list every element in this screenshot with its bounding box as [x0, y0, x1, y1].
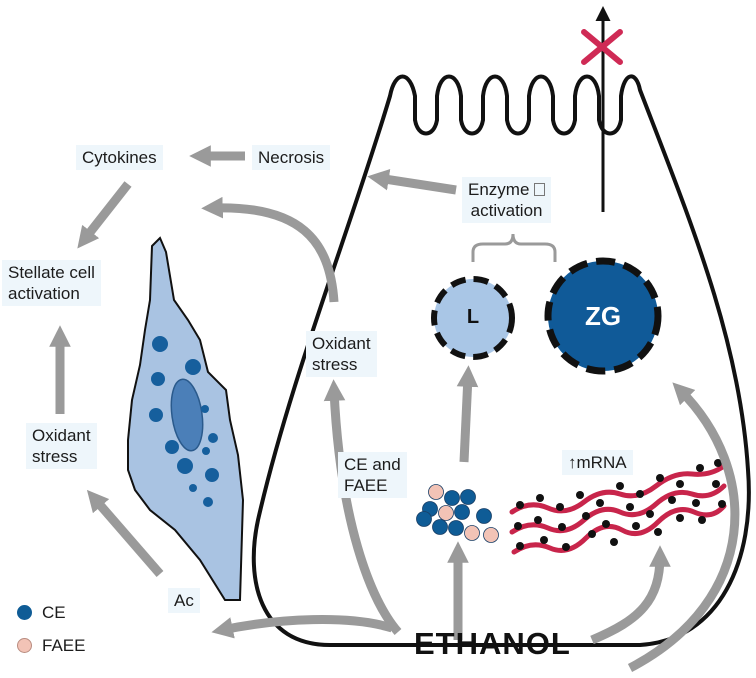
- lysosome: [431, 276, 515, 360]
- label-ce-and-faee: CE and FAEE: [338, 452, 407, 498]
- enzyme-bracket: [471, 233, 557, 262]
- label-enzyme-line1: Enzyme: [468, 179, 546, 200]
- label-oxidant-mid-line2: stress: [312, 355, 358, 374]
- legend-ce-swatch: [17, 605, 32, 620]
- label-oxidant-stress-left: Oxidant stress: [26, 423, 97, 469]
- legend-faee-swatch: [17, 638, 32, 653]
- arrow-enzyme-to-necrosis: [367, 168, 457, 195]
- label-stellate-line2: activation: [8, 284, 80, 303]
- stellate-lipid-droplets: [149, 336, 219, 507]
- label-necrosis: Necrosis: [252, 145, 331, 170]
- arrow-cytokines-to-stellate: [77, 181, 132, 249]
- zymogen-granule: [544, 257, 662, 375]
- label-oxidant-stress-mid: Oxidant stress: [306, 331, 377, 377]
- arrow-ethanol-to-zg: [627, 382, 740, 672]
- arrow-oxidant-to-top: [201, 196, 339, 303]
- legend-ce-label: CE: [42, 603, 66, 622]
- arrow-ac-to-oxidant: [86, 489, 164, 577]
- arrow-ethanol-to-oxidant: [323, 379, 402, 635]
- label-oxidant-left-line1: Oxidant: [32, 426, 91, 445]
- label-cytokines: Cytokines: [76, 145, 163, 170]
- arrow-ce-faee-to-lysosome: [456, 365, 479, 463]
- mrna-strands: [509, 463, 727, 555]
- label-ce-faee-line2: FAEE: [344, 476, 388, 495]
- secretion-block-x: [581, 29, 623, 65]
- label-oxidant-mid-line1: Oxidant: [312, 334, 371, 353]
- ce-faee-cluster: [416, 484, 499, 543]
- legend-faee-label: FAEE: [42, 636, 86, 655]
- stellate-nucleus: [170, 378, 204, 452]
- label-enzyme-activation: Enzyme activation: [462, 177, 552, 223]
- label-stellate-line1: Stellate cell: [8, 263, 95, 282]
- label-enzyme-line2: activation: [470, 201, 543, 220]
- label-stellate-activation: Stellate cell activation: [2, 260, 101, 306]
- label-ac: Ac: [168, 588, 200, 613]
- label-oxidant-left-line2: stress: [32, 447, 78, 466]
- process-arrows: [49, 145, 740, 672]
- ribosomes: [514, 459, 726, 551]
- label-ce-faee-line1: CE and: [344, 455, 401, 474]
- arrow-ethanol-to-ac: [211, 615, 394, 639]
- label-mrna: ↑mRNA: [562, 450, 633, 475]
- glyph-box-icon: [534, 183, 546, 196]
- lysosome-label: L: [466, 306, 480, 328]
- arrow-ethanol-to-mrna: [590, 545, 671, 645]
- ethanol-label: ETHANOL: [414, 626, 571, 661]
- zymogen-granule-label: ZG: [584, 301, 622, 331]
